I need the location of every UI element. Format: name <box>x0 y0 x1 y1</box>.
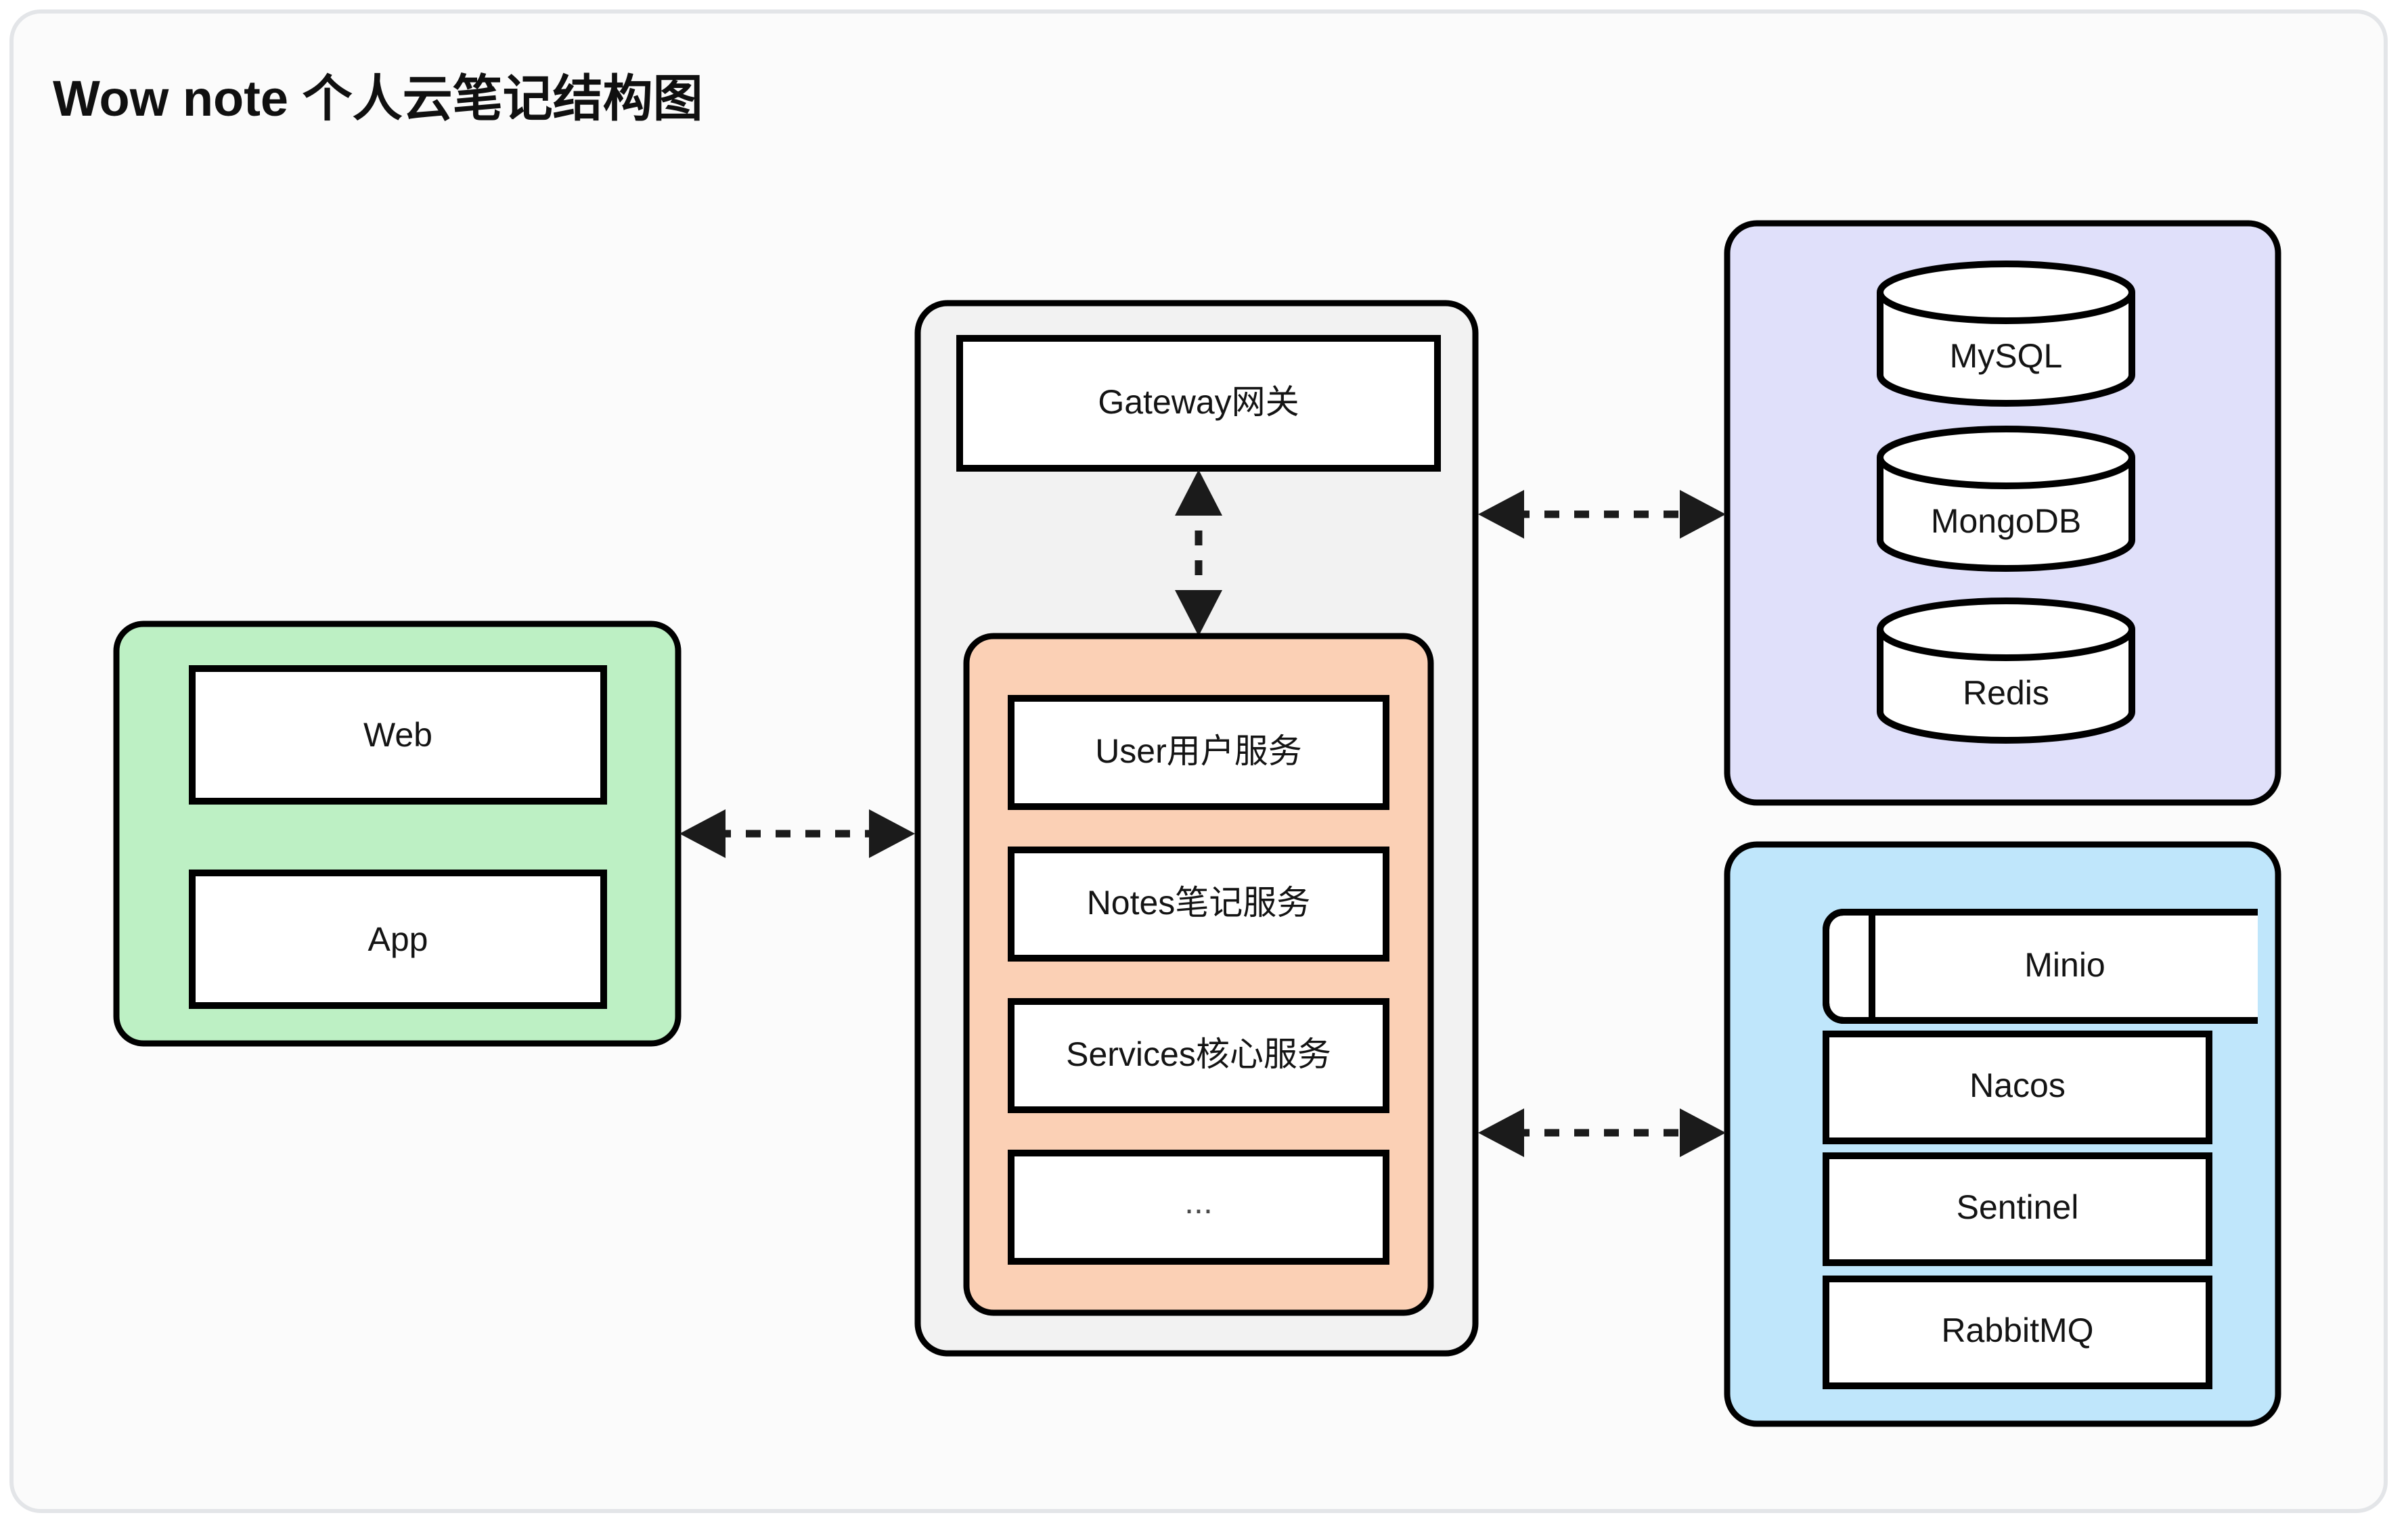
node-nacos-box <box>1823 1031 2212 1144</box>
datastore-group[interactable]: MySQL MongoDB Redis <box>1724 220 2281 806</box>
node-minio[interactable]: Minio <box>1823 909 2258 1024</box>
node-redis[interactable]: Redis <box>1877 598 2135 744</box>
node-app[interactable]: App <box>189 870 607 1009</box>
node-mongodb[interactable]: MongoDB <box>1877 426 2135 572</box>
node-notes-box <box>1008 847 1389 962</box>
node-app-box <box>189 870 607 1009</box>
node-redis-body <box>1877 598 2135 744</box>
node-services[interactable]: Services核心服务 <box>1008 998 1389 1113</box>
node-user-label: User用户服务 <box>1095 732 1302 770</box>
page-title: Wow note 个人云笔记结构图 <box>53 70 703 127</box>
node-user[interactable]: User用户服务 <box>1008 695 1389 810</box>
node-mysql-label: MySQL <box>1950 337 2063 375</box>
node-mongodb-body <box>1877 426 2135 572</box>
node-mysql-top-cap <box>1877 292 2135 324</box>
node-web-label: Web <box>363 716 432 754</box>
client-group[interactable]: Web App <box>113 621 682 1047</box>
node-gateway[interactable]: Gateway网关 <box>956 335 1441 472</box>
edge-gateway-services-arrow-up <box>1175 470 1222 516</box>
node-sentinel-label: Sentinel <box>1957 1188 2079 1226</box>
node-more-box <box>1008 1150 1389 1265</box>
edge-backend-middleware <box>1478 1108 1726 1157</box>
node-sentinel[interactable]: Sentinel <box>1823 1152 2212 1266</box>
node-gateway-box <box>956 335 1441 472</box>
backend-group[interactable]: Gateway网关 User用户服务 Notes笔记服务 <box>914 300 1479 1357</box>
node-minio-left-cap <box>1823 909 1844 1024</box>
edge-backend-datastore <box>1478 490 1726 539</box>
node-services-box <box>1008 998 1389 1113</box>
edge-backend-middleware-arrow-right <box>1680 1108 1726 1157</box>
edge-backend-datastore-arrow-left <box>1478 490 1524 539</box>
node-redis-label: Redis <box>1963 674 2049 712</box>
node-rabbitmq[interactable]: RabbitMQ <box>1823 1276 2212 1389</box>
service-group[interactable]: User用户服务 Notes笔记服务 Services核心服务 ... <box>963 633 1434 1316</box>
node-mongodb-label: MongoDB <box>1931 502 2081 540</box>
edge-gateway-services-arrow-down <box>1175 590 1222 636</box>
edge-gateway-services <box>1175 470 1222 636</box>
node-rabbitmq-label: RabbitMQ <box>1941 1311 2093 1349</box>
node-web-box <box>189 665 607 805</box>
node-more[interactable]: ... <box>1008 1150 1389 1265</box>
edge-client-backend <box>679 809 915 858</box>
node-redis-top-cap <box>1877 629 2135 661</box>
node-sentinel-box <box>1823 1152 2212 1266</box>
edge-backend-datastore-arrow-right <box>1680 490 1726 539</box>
edge-backend-middleware-arrow-left <box>1478 1108 1524 1157</box>
node-minio-label: Minio <box>2024 946 2105 984</box>
node-web[interactable]: Web <box>189 665 607 805</box>
node-services-label: Services核心服务 <box>1066 1035 1331 1073</box>
node-mysql[interactable]: MySQL <box>1877 261 2135 407</box>
node-notes[interactable]: Notes笔记服务 <box>1008 847 1389 962</box>
node-minio-inner-fill <box>1872 909 2258 1024</box>
node-user-box <box>1008 695 1389 810</box>
node-app-label: App <box>368 920 428 958</box>
node-gateway-label: Gateway网关 <box>1098 383 1299 421</box>
node-nacos-label: Nacos <box>1969 1066 2066 1104</box>
edge-client-backend-arrow-left <box>679 809 726 858</box>
middleware-group[interactable]: Minio Nacos Sentinel RabbitMQ <box>1724 841 2281 1427</box>
node-nacos[interactable]: Nacos <box>1823 1031 2212 1144</box>
node-more-label: ... <box>1184 1183 1213 1221</box>
node-notes-label: Notes笔记服务 <box>1087 884 1311 922</box>
node-mysql-body <box>1877 261 2135 407</box>
node-rabbitmq-box <box>1823 1276 2212 1389</box>
node-mongodb-top-cap <box>1877 457 2135 489</box>
edge-client-backend-arrow-right <box>869 809 915 858</box>
